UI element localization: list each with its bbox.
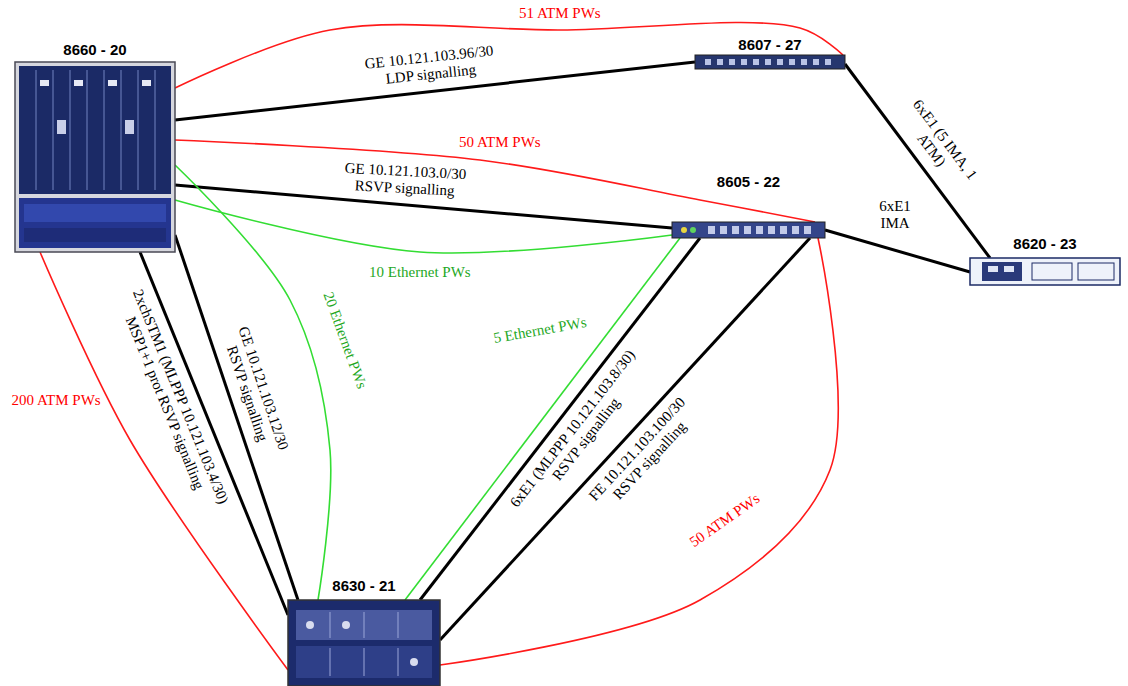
link-label: 6xE1 IMA bbox=[873, 198, 917, 232]
link-label: 2xchSTM1 (MLPPP 10.121.103.4/30) MSP1+1 … bbox=[109, 278, 235, 521]
fan-tray bbox=[19, 198, 171, 248]
unit-ports bbox=[708, 226, 811, 234]
status-led bbox=[681, 227, 687, 233]
link-connector bbox=[845, 64, 990, 258]
chassis-frame bbox=[288, 600, 440, 686]
link-connector bbox=[405, 238, 680, 600]
router-chassis bbox=[15, 62, 175, 252]
card-port bbox=[108, 80, 117, 86]
link-connector bbox=[175, 140, 815, 222]
card-port bbox=[125, 120, 134, 134]
link-label: 50 ATM PWs bbox=[685, 488, 765, 551]
unit-port bbox=[988, 266, 998, 272]
router-node: 8660 - 20 bbox=[15, 62, 175, 252]
router-node: 8630 - 21 bbox=[288, 600, 440, 686]
link-connector bbox=[175, 165, 331, 600]
node-heading: 8605 - 22 bbox=[717, 173, 780, 190]
unit-panel bbox=[982, 262, 1022, 281]
router-chassis bbox=[288, 600, 440, 686]
connector-group bbox=[40, 23, 990, 670]
link-label: 10 Ethernet PWs bbox=[367, 264, 473, 281]
router-node: 8607 - 27 bbox=[695, 55, 845, 69]
status-led bbox=[690, 227, 696, 233]
router-node: 8605 - 22 bbox=[672, 222, 825, 238]
router-unit bbox=[672, 222, 825, 238]
card-port bbox=[142, 80, 151, 86]
router-unit bbox=[970, 258, 1120, 285]
node-heading: 8660 - 20 bbox=[63, 41, 126, 58]
link-connector bbox=[440, 238, 838, 665]
node-heading: 8620 - 23 bbox=[1013, 235, 1076, 252]
unit-frame bbox=[672, 222, 825, 238]
link-connector bbox=[825, 230, 970, 272]
node-heading: 8607 - 27 bbox=[738, 36, 801, 53]
card-port bbox=[74, 80, 83, 86]
unit-panel bbox=[1078, 263, 1114, 280]
card-port bbox=[57, 120, 66, 134]
unit-panel bbox=[1032, 263, 1072, 280]
chassis-frame bbox=[15, 62, 175, 252]
node-heading: 8630 - 21 bbox=[332, 577, 395, 594]
card-cage bbox=[19, 66, 171, 194]
unit-ports bbox=[705, 59, 831, 65]
link-label: 20 Ethernet PWs bbox=[319, 287, 371, 392]
link-label: 51 ATM PWs bbox=[517, 5, 603, 22]
card-port bbox=[306, 621, 314, 629]
link-label: GE 10.121.103.96/30 LDP signalling bbox=[362, 42, 499, 90]
link-label: GE 10.121.103.0/30 RSVP signalling bbox=[337, 160, 473, 201]
card-port bbox=[342, 621, 350, 629]
router-node: 8620 - 23 bbox=[970, 258, 1120, 285]
unit-frame bbox=[695, 55, 845, 69]
link-label: 200 ATM PWs bbox=[10, 392, 103, 409]
link-label: GE 10.121.103.12/30 RSVP signalling bbox=[218, 322, 293, 460]
link-label: 6xE1 (5 IMA, 1 ATM) bbox=[890, 89, 986, 201]
link-connector bbox=[440, 238, 810, 640]
fan-grille bbox=[24, 204, 166, 222]
card-dividers bbox=[330, 612, 398, 676]
link-label: 6xE1 (MLPPP 10.121.103.8/30) RSVP signal… bbox=[502, 341, 657, 527]
unit-frame bbox=[970, 258, 1120, 285]
card-port bbox=[40, 80, 49, 86]
link-label: 5 Ethernet PWs bbox=[490, 313, 590, 347]
link-label: 50 ATM PWs bbox=[457, 134, 543, 151]
fan-grille bbox=[24, 228, 166, 242]
router-unit bbox=[695, 55, 845, 69]
card-slots bbox=[36, 70, 155, 190]
card-port bbox=[410, 658, 418, 666]
unit-port bbox=[1004, 266, 1014, 272]
